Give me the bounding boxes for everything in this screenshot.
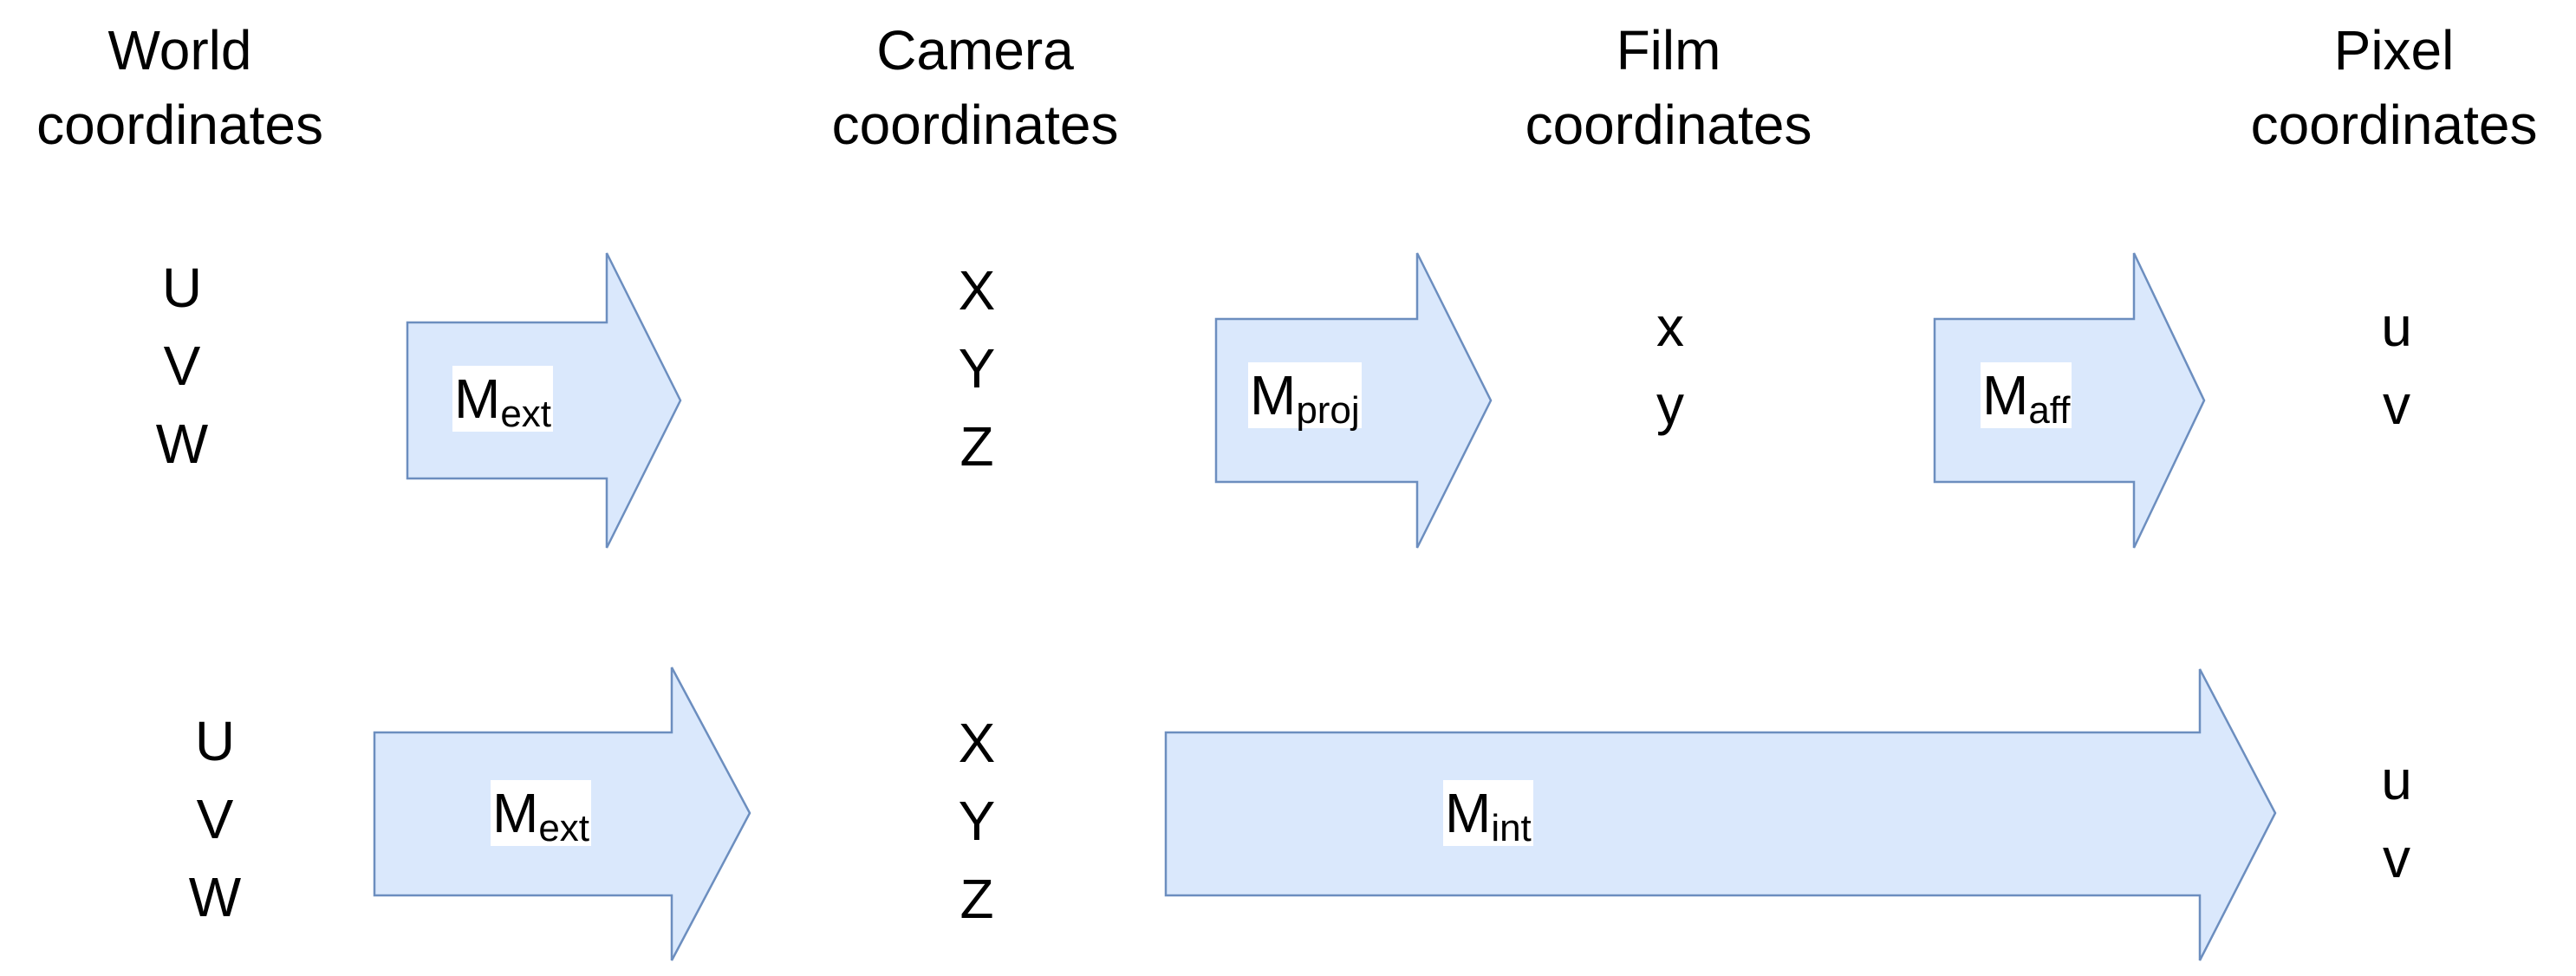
label-m-ext-row2: Mext bbox=[491, 780, 592, 849]
header-film-line2: coordinates bbox=[1525, 94, 1812, 156]
header-camera-line2: coordinates bbox=[831, 94, 1119, 156]
row2-camera-x: X bbox=[958, 712, 996, 774]
header-pixel-line1: Pixel bbox=[2333, 19, 2455, 81]
label-m-ext-row2-base: M bbox=[492, 782, 539, 844]
row1-camera-y: Y bbox=[958, 337, 996, 400]
label-m-ext-row1-sub: ext bbox=[500, 393, 552, 435]
header-film-line1: Film bbox=[1616, 19, 1721, 81]
header-film: Film coordinates bbox=[1495, 13, 1842, 162]
row2-pixel-u: u bbox=[2381, 749, 2412, 811]
header-world: World coordinates bbox=[9, 13, 351, 162]
header-pixel: Pixel coordinates bbox=[2221, 13, 2567, 162]
header-pixel-line2: coordinates bbox=[2250, 94, 2538, 156]
row1-pixel-u: u bbox=[2381, 296, 2412, 358]
row1-world-w: W bbox=[155, 413, 209, 475]
label-m-ext-row2-sub: ext bbox=[538, 807, 590, 849]
header-camera: Camera coordinates bbox=[802, 13, 1148, 162]
row1-camera-x: X bbox=[958, 259, 996, 322]
row1-camera-z: Z bbox=[959, 415, 994, 478]
label-m-int-row2-sub: int bbox=[1491, 807, 1532, 849]
label-m-int-row2: Mint bbox=[1443, 780, 1533, 849]
label-m-proj-row1: Mproj bbox=[1248, 362, 1362, 430]
row2-world-v: V bbox=[196, 788, 234, 850]
row1-world-u: U bbox=[161, 257, 203, 319]
label-m-ext-row1: Mext bbox=[452, 366, 554, 435]
label-m-int-row2-base: M bbox=[1445, 782, 1492, 844]
header-world-line1: World bbox=[107, 19, 252, 81]
row1-pixel-v: v bbox=[2383, 374, 2410, 436]
label-m-proj-row1-base: M bbox=[1250, 364, 1297, 426]
row1-film-y: y bbox=[1656, 374, 1684, 436]
label-m-aff-row1-sub: aff bbox=[2028, 389, 2071, 432]
label-m-aff-row1-base: M bbox=[1982, 364, 2029, 426]
label-m-ext-row1-base: M bbox=[454, 368, 501, 430]
label-m-proj-row1-sub: proj bbox=[1296, 389, 1360, 432]
label-m-aff-row1: Maff bbox=[1981, 362, 2072, 430]
row1-film-x: x bbox=[1656, 296, 1684, 358]
row2-world-w: W bbox=[188, 866, 242, 928]
row2-camera-y: Y bbox=[958, 790, 996, 852]
row2-camera-z: Z bbox=[959, 868, 994, 930]
row2-pixel-v: v bbox=[2383, 827, 2410, 889]
row2-world-u: U bbox=[194, 710, 236, 772]
header-world-line2: coordinates bbox=[36, 94, 323, 156]
arrow-intrinsic-row2 bbox=[1164, 668, 2277, 961]
row1-world-v: V bbox=[163, 335, 201, 397]
header-camera-line1: Camera bbox=[876, 19, 1074, 81]
